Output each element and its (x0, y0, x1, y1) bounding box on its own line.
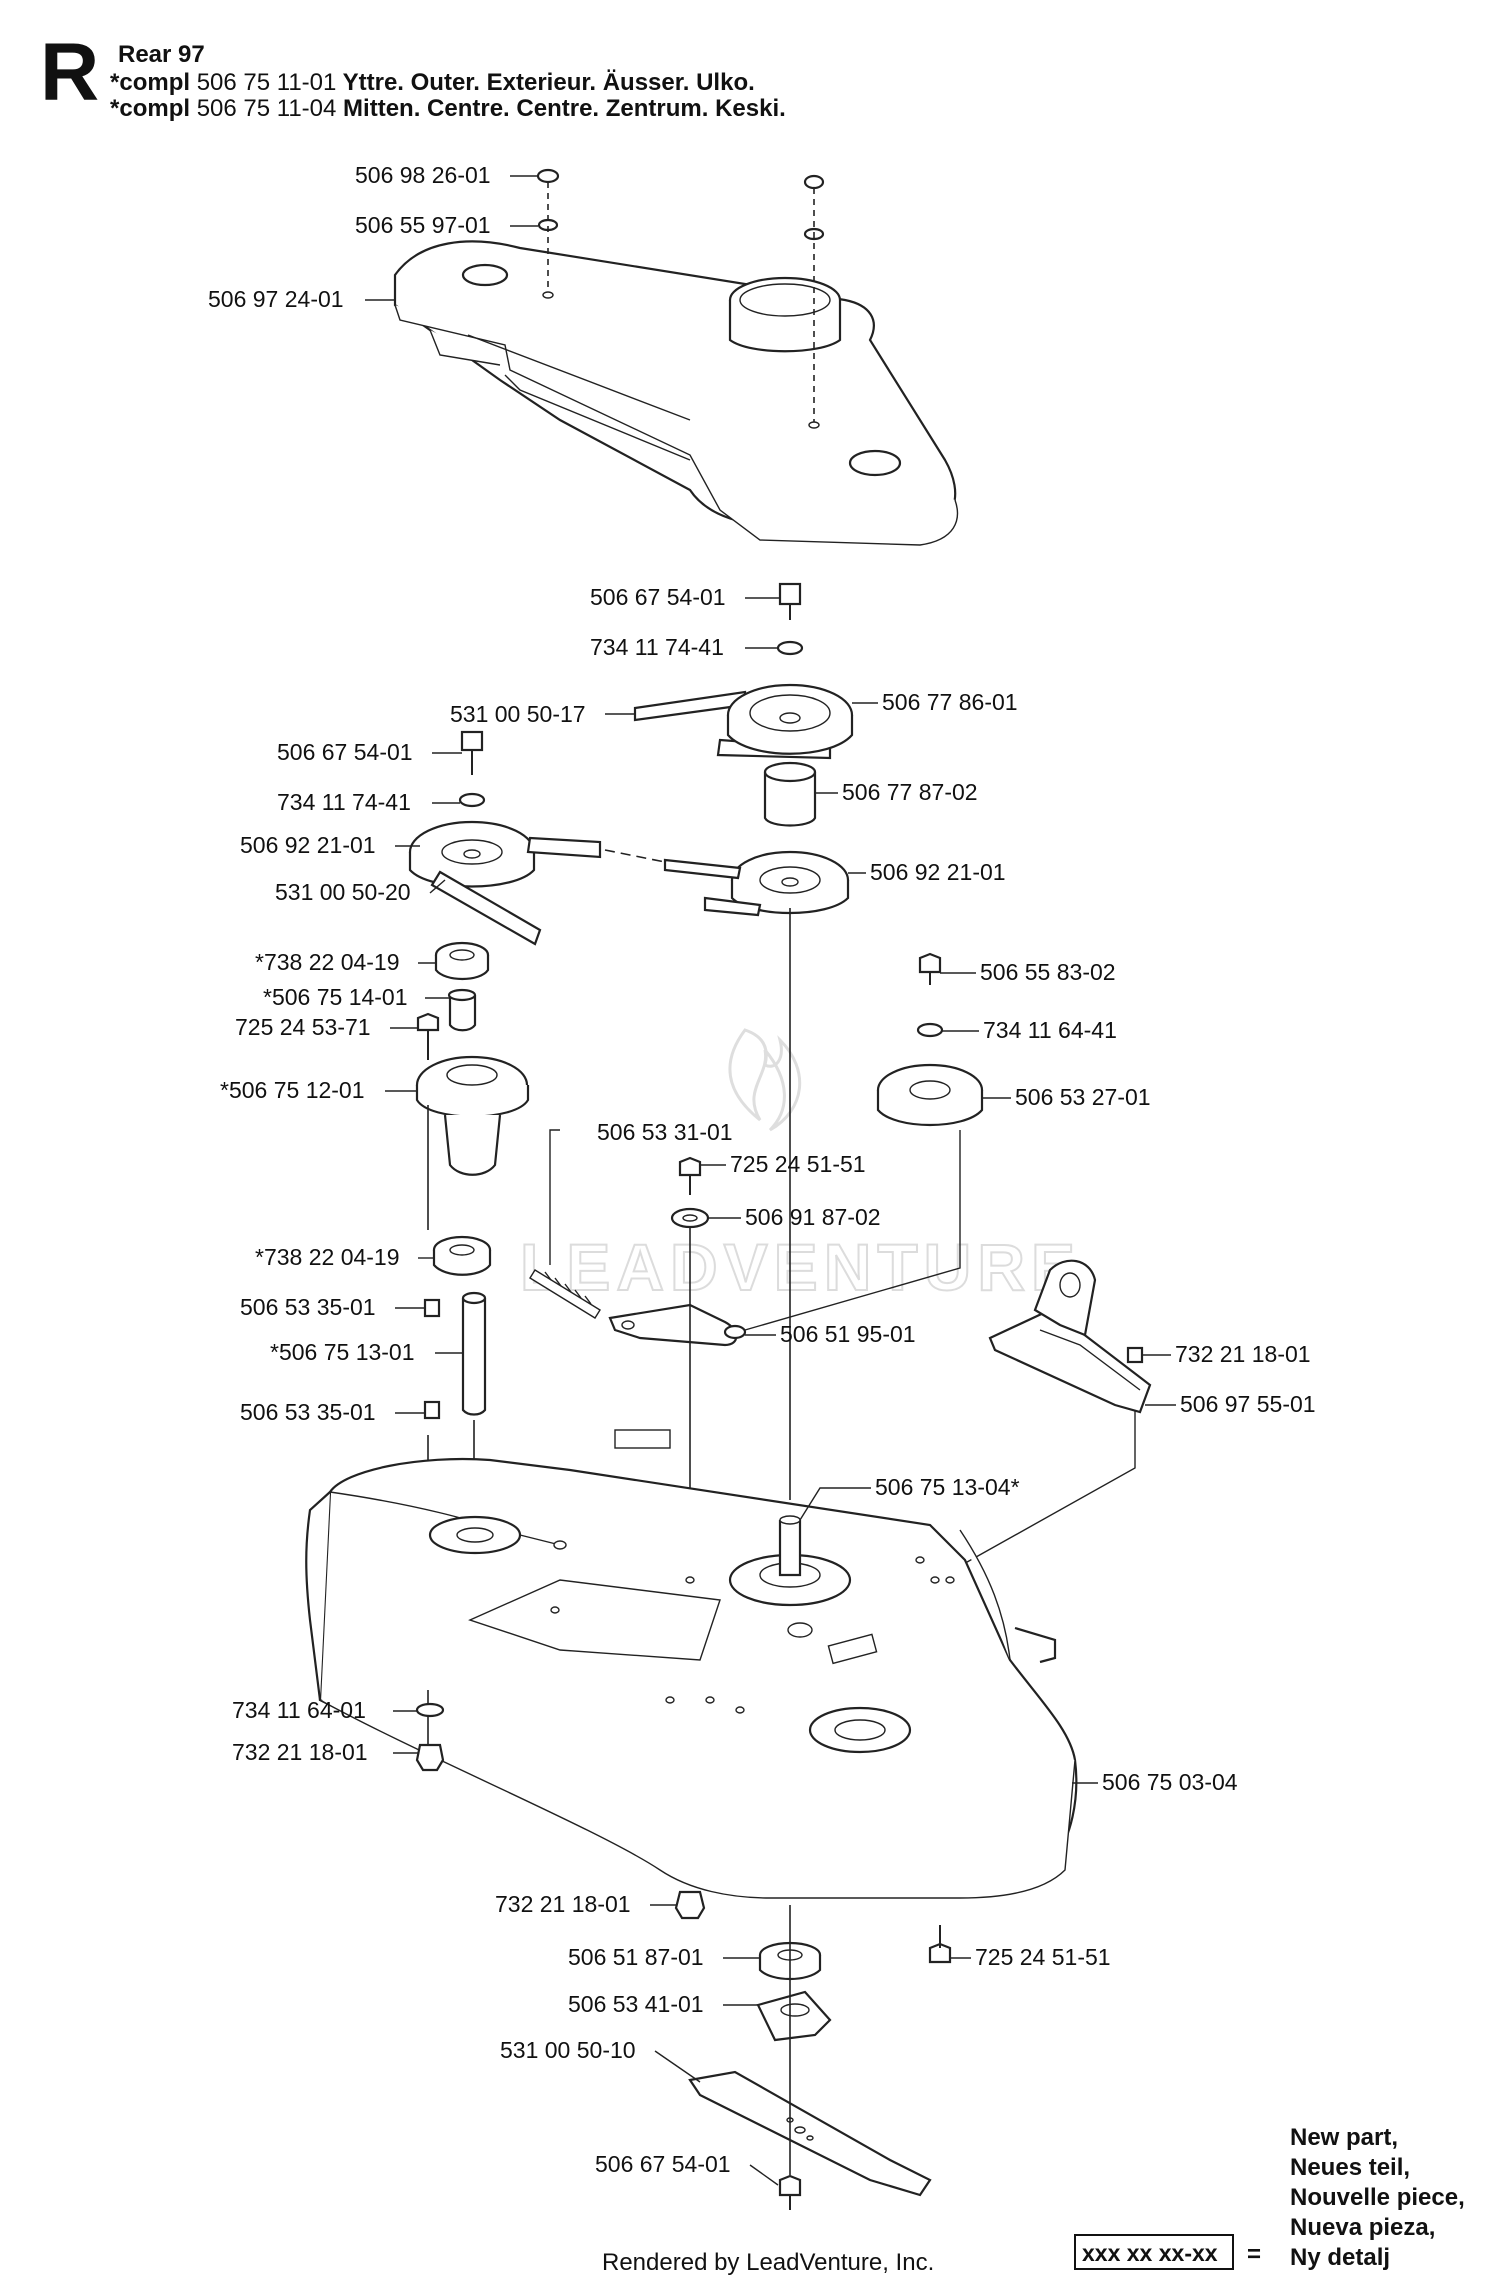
part-label: *738 22 04-19 (255, 1244, 400, 1270)
part-label: 732 21 18-01 (232, 1739, 368, 1765)
part-label: 732 21 18-01 (1175, 1341, 1311, 1367)
watermark-text: LEADVENTURE (520, 1230, 1081, 1304)
part-label: 531 00 50-20 (275, 879, 411, 905)
part-label: 506 67 54-01 (277, 739, 413, 765)
part-label: 531 00 50-10 (500, 2037, 636, 2063)
header-line-1: *compl 506 75 11-01 Yttre. Outer. Exteri… (110, 69, 755, 96)
belt-cover-plate (393, 240, 959, 546)
part-label: 506 53 27-01 (1015, 1084, 1151, 1110)
part-label: 531 00 50-17 (450, 701, 586, 727)
legend: xxx xx xx-xx = New part, Neues teil, Nou… (1074, 2124, 1465, 2271)
part-label: *506 75 13-01 (270, 1339, 415, 1365)
leadventure-watermark: LEADVENTURE (519, 1028, 1081, 1305)
legend-line: New part, (1290, 2124, 1398, 2151)
left-spindle-assembly (415, 941, 530, 1515)
legend-equals: = (1247, 2241, 1261, 2268)
part-label: 725 24 53-71 (235, 1014, 371, 1040)
lower-spindle-parts (415, 1702, 952, 2210)
part-label: 506 51 87-01 (568, 1944, 704, 1970)
section-letter: R (40, 27, 99, 118)
part-label: 734 11 64-01 (232, 1697, 366, 1723)
footer-credit: Rendered by LeadVenture, Inc. (602, 2249, 934, 2276)
legend-line: Ny detalj (1290, 2244, 1390, 2271)
part-label: 734 11 74-41 (277, 789, 411, 815)
part-label: 506 53 35-01 (240, 1399, 376, 1425)
upper-pulley-assembly (408, 582, 854, 946)
legend-line: Neues teil, (1290, 2154, 1410, 2181)
part-label: 506 55 97-01 (355, 212, 491, 238)
part-label: 506 91 87-02 (745, 1204, 881, 1230)
part-label: *506 75 14-01 (263, 984, 408, 1010)
flame-logo-icon (728, 1028, 802, 1132)
deflector-bracket (934, 1259, 1152, 1581)
part-label: 506 98 26-01 (355, 162, 491, 188)
new-part-legend-box (1074, 2234, 1234, 2270)
idler-assembly (529, 908, 984, 1580)
part-label: 506 77 86-01 (882, 689, 1018, 715)
part-label: 506 53 31-01 (597, 1119, 733, 1145)
part-label: 506 97 24-01 (208, 286, 344, 312)
legend-line: Nouvelle piece, (1290, 2184, 1465, 2211)
part-label: 506 53 41-01 (568, 1991, 704, 2017)
part-label: 506 75 03-04 (1102, 1769, 1238, 1795)
mower-deck (305, 1429, 1078, 1899)
header-line-2: *compl 506 75 11-04 Mitten. Centre. Cent… (110, 95, 786, 122)
part-label: 506 75 13-04* (875, 1474, 1020, 1500)
part-label: 506 67 54-01 (595, 2151, 731, 2177)
part-label: 506 97 55-01 (1180, 1391, 1316, 1417)
part-label: 506 51 95-01 (780, 1321, 916, 1347)
part-labels: 506 98 26-01 506 55 97-01 506 97 24-01 5… (208, 162, 1316, 2186)
cover-screws (536, 168, 825, 429)
legend-box-text: xxx xx xx-xx (1082, 2240, 1218, 2266)
part-label: *506 75 12-01 (220, 1077, 365, 1103)
part-label: 506 77 87-02 (842, 779, 978, 805)
part-label: *738 22 04-19 (255, 949, 400, 975)
part-label: 734 11 74-41 (590, 634, 724, 660)
part-label: 734 11 64-41 (983, 1017, 1117, 1043)
header-title: Rear 97 (118, 41, 205, 68)
part-label: 725 24 51-51 (975, 1944, 1111, 1970)
part-label: 725 24 51-51 (730, 1151, 866, 1177)
legend-line: Nueva pieza, (1290, 2214, 1435, 2241)
part-label: 506 53 35-01 (240, 1294, 376, 1320)
header: R Rear 97 *compl 506 75 11-01 Yttre. Out… (40, 27, 786, 122)
part-label: 732 21 18-01 (495, 1891, 631, 1917)
part-label: 506 92 21-01 (870, 859, 1006, 885)
part-label: 506 67 54-01 (590, 584, 726, 610)
part-label: 506 55 83-02 (980, 959, 1116, 985)
part-label: 506 92 21-01 (240, 832, 376, 858)
